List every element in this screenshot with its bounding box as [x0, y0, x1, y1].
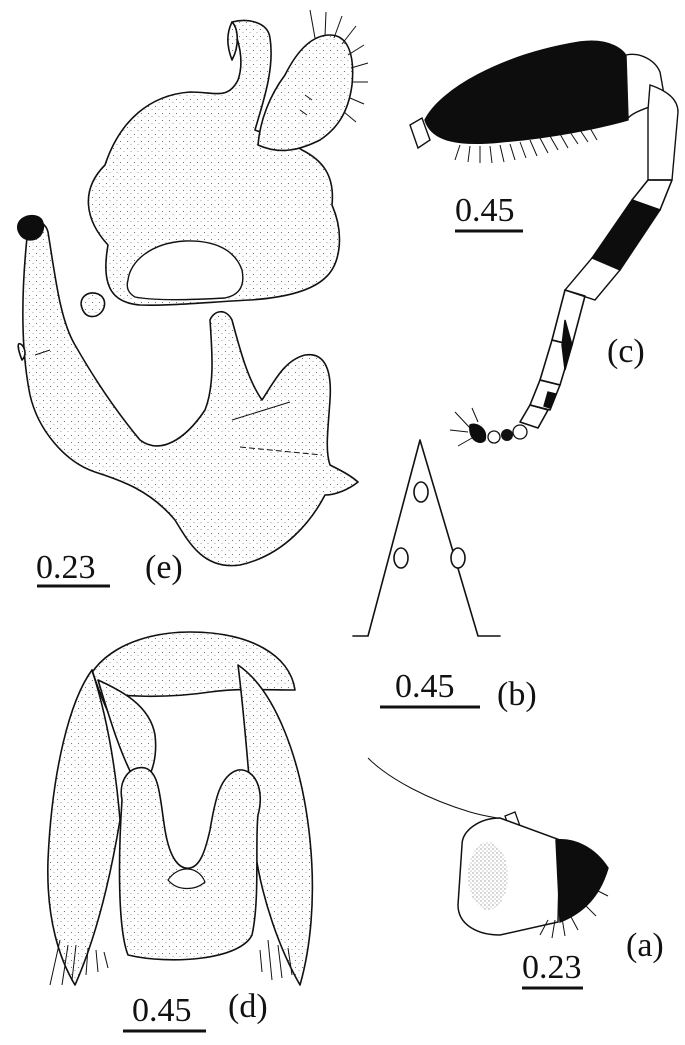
panel-e-scale-value: 0.23 — [36, 549, 96, 586]
panel-e-label: (e) — [145, 549, 183, 586]
panel-a-label: (a) — [626, 927, 664, 964]
panel-e-drawing — [17, 9, 369, 567]
panel-b-label: (b) — [497, 676, 537, 713]
panel-d-drawing — [47, 631, 314, 986]
panel-b-drawing — [352, 439, 501, 637]
panel-a-drawing — [367, 757, 609, 939]
panel-c-scale-value: 0.45 — [455, 192, 515, 229]
panel-a-scale-value: 0.23 — [522, 949, 582, 986]
panel-d-label: (d) — [228, 988, 268, 1025]
panel-c-label: (c) — [607, 333, 645, 370]
panel-b-scale-value: 0.45 — [395, 668, 455, 705]
panel-d-scale-value: 0.45 — [132, 992, 192, 1029]
panel-c-drawing — [409, 40, 679, 447]
